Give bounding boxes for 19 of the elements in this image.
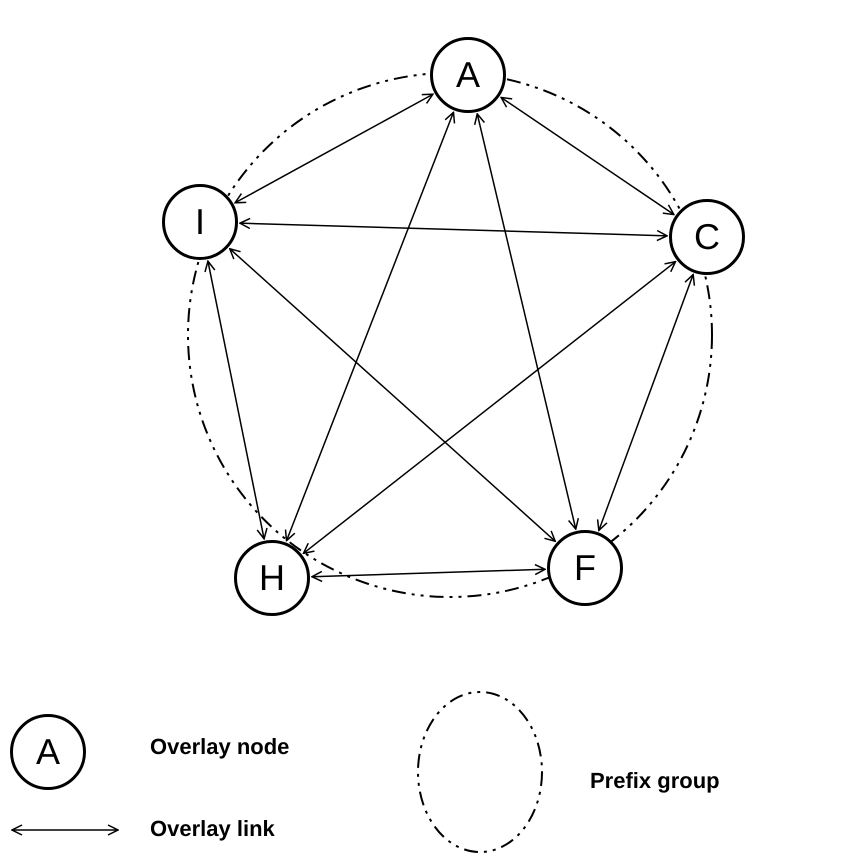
node-label: A — [456, 57, 480, 93]
legend-text: Overlay node — [150, 734, 290, 760]
node-label: H — [259, 560, 285, 596]
node-label: I — [194, 204, 205, 240]
double-arrow — [596, 274, 696, 532]
double-arrow — [204, 260, 268, 540]
node-label: C — [694, 219, 720, 255]
double-arrow — [239, 218, 668, 242]
double-arrow — [474, 113, 580, 530]
legend-text: Prefix group — [590, 768, 720, 794]
legend-text: Overlay link — [150, 816, 275, 842]
node-label: F — [574, 550, 596, 586]
double-arrow — [229, 248, 556, 542]
double-arrow — [500, 96, 675, 216]
double-arrow — [302, 260, 676, 554]
legend-sample-label: A — [36, 734, 60, 770]
double-arrow — [284, 112, 456, 542]
double-arrow — [311, 564, 546, 582]
double-arrow — [234, 93, 434, 204]
